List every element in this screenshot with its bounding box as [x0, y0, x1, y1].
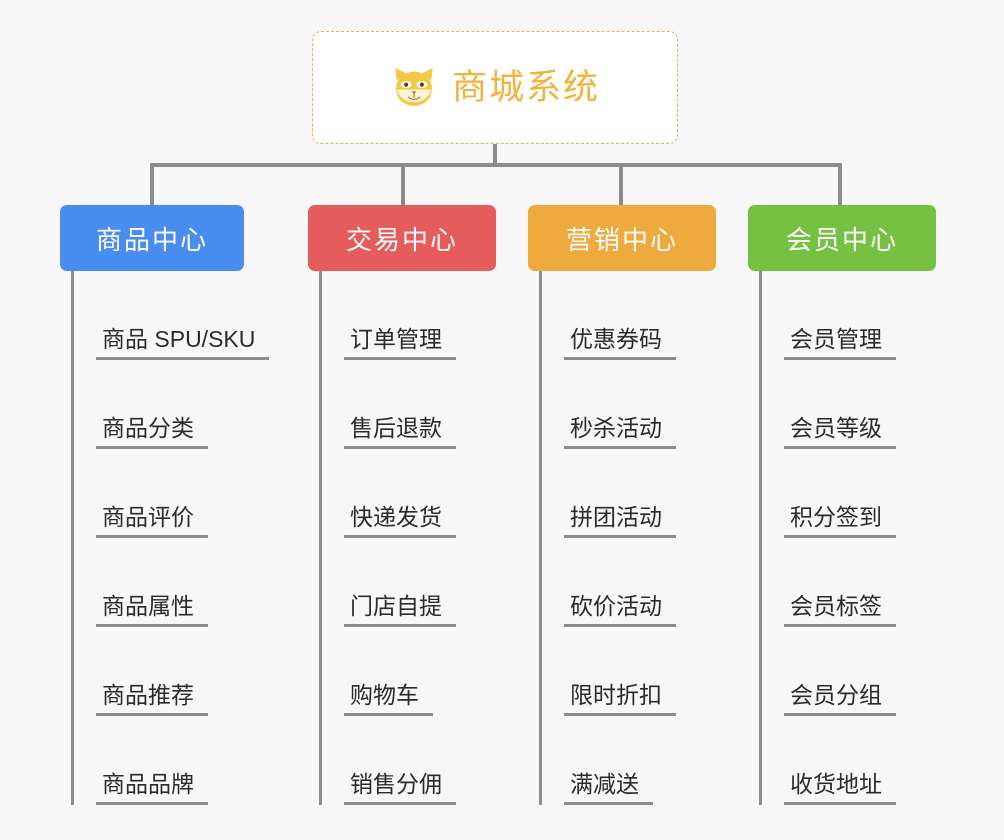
branch-body-0: 商品 SPU/SKU 商品分类 商品评价 商品属性 商品推荐 商品品牌	[60, 271, 310, 805]
leaf-label: 优惠券码	[564, 326, 676, 360]
leaf-label: 会员等级	[784, 415, 896, 449]
branch-header-3[interactable]: 会员中心	[748, 205, 936, 271]
list-item[interactable]: 优惠券码	[528, 271, 750, 360]
leaf-label: 限时折扣	[564, 682, 676, 716]
branch-header-label: 商品中心	[95, 224, 208, 255]
list-item[interactable]: 购物车	[308, 627, 530, 716]
branch-header-label: 交易中心	[345, 224, 458, 255]
list-item[interactable]: 秒杀活动	[528, 360, 750, 449]
list-item[interactable]: 售后退款	[308, 360, 530, 449]
list-item[interactable]: 收货地址	[748, 716, 970, 805]
leaf-label: 订单管理	[344, 326, 456, 360]
connector-drop-2	[401, 163, 405, 207]
list-item[interactable]: 会员标签	[748, 538, 970, 627]
root-node[interactable]: 商城系统	[312, 31, 678, 144]
branch-spine-0	[71, 271, 74, 805]
leaf-label: 会员标签	[784, 593, 896, 627]
list-item[interactable]: 商品属性	[60, 538, 310, 627]
branch-header-label: 营销中心	[565, 224, 678, 255]
leaf-label: 商品品牌	[96, 771, 208, 805]
list-item[interactable]: 砍价活动	[528, 538, 750, 627]
leaf-label: 砍价活动	[564, 593, 676, 627]
list-item[interactable]: 商品分类	[60, 360, 310, 449]
list-item[interactable]: 会员管理	[748, 271, 970, 360]
list-item[interactable]: 限时折扣	[528, 627, 750, 716]
leaf-label: 会员分组	[784, 682, 896, 716]
branch-header-0[interactable]: 商品中心	[60, 205, 244, 271]
list-item[interactable]: 满减送	[528, 716, 750, 805]
list-item[interactable]: 快递发货	[308, 449, 530, 538]
leaf-label: 商品分类	[96, 415, 208, 449]
list-item[interactable]: 门店自提	[308, 538, 530, 627]
list-item[interactable]: 积分签到	[748, 449, 970, 538]
leaf-label: 快递发货	[344, 504, 456, 538]
branch-spine-3	[759, 271, 762, 805]
leaf-label: 商品评价	[96, 504, 208, 538]
root-title: 商城系统	[451, 68, 600, 107]
leaf-label: 积分签到	[784, 504, 896, 538]
connector-root-stem	[493, 144, 497, 166]
leaf-label: 销售分佣	[344, 771, 456, 805]
leaf-label: 售后退款	[344, 415, 456, 449]
branch-header-label: 会员中心	[785, 224, 898, 255]
branch-column-交易中心: 交易中心 订单管理 售后退款 快递发货 门店自提 购物车 销售分佣	[308, 205, 530, 805]
list-item[interactable]: 销售分佣	[308, 716, 530, 805]
list-item[interactable]: 会员分组	[748, 627, 970, 716]
list-item[interactable]: 拼团活动	[528, 449, 750, 538]
branch-header-1[interactable]: 交易中心	[308, 205, 496, 271]
branch-column-营销中心: 营销中心 优惠券码 秒杀活动 拼团活动 砍价活动 限时折扣 满减送	[528, 205, 750, 805]
branch-header-2[interactable]: 营销中心	[528, 205, 716, 271]
branch-spine-2	[539, 271, 542, 805]
list-item[interactable]: 商品品牌	[60, 716, 310, 805]
connector-drop-3	[619, 163, 623, 207]
list-item[interactable]: 商品推荐	[60, 627, 310, 716]
list-item[interactable]: 商品 SPU/SKU	[60, 271, 310, 360]
leaf-label: 商品属性	[96, 593, 208, 627]
leaf-label: 拼团活动	[564, 504, 676, 538]
connector-horizontal-bus	[150, 163, 842, 167]
branch-body-3: 会员管理 会员等级 积分签到 会员标签 会员分组 收货地址	[748, 271, 970, 805]
shiba-dog-face-icon	[395, 67, 433, 106]
branch-spine-1	[319, 271, 322, 805]
branch-body-1: 订单管理 售后退款 快递发货 门店自提 购物车 销售分佣	[308, 271, 530, 805]
leaf-label: 满减送	[564, 771, 653, 805]
leaf-label: 购物车	[344, 682, 433, 716]
leaf-label: 收货地址	[784, 771, 896, 805]
list-item[interactable]: 会员等级	[748, 360, 970, 449]
leaf-label: 商品推荐	[96, 682, 208, 716]
branch-column-商品中心: 商品中心 商品 SPU/SKU 商品分类 商品评价 商品属性 商品推荐 商品品牌	[60, 205, 310, 805]
leaf-label: 秒杀活动	[564, 415, 676, 449]
list-item[interactable]: 订单管理	[308, 271, 530, 360]
branch-column-会员中心: 会员中心 会员管理 会员等级 积分签到 会员标签 会员分组 收货地址	[748, 205, 970, 805]
list-item[interactable]: 商品评价	[60, 449, 310, 538]
connector-drop-1	[150, 163, 154, 207]
branch-body-2: 优惠券码 秒杀活动 拼团活动 砍价活动 限时折扣 满减送	[528, 271, 750, 805]
leaf-label: 门店自提	[344, 593, 456, 627]
leaf-label: 会员管理	[784, 326, 896, 360]
leaf-label: 商品 SPU/SKU	[96, 326, 270, 360]
connector-drop-4	[838, 163, 842, 207]
